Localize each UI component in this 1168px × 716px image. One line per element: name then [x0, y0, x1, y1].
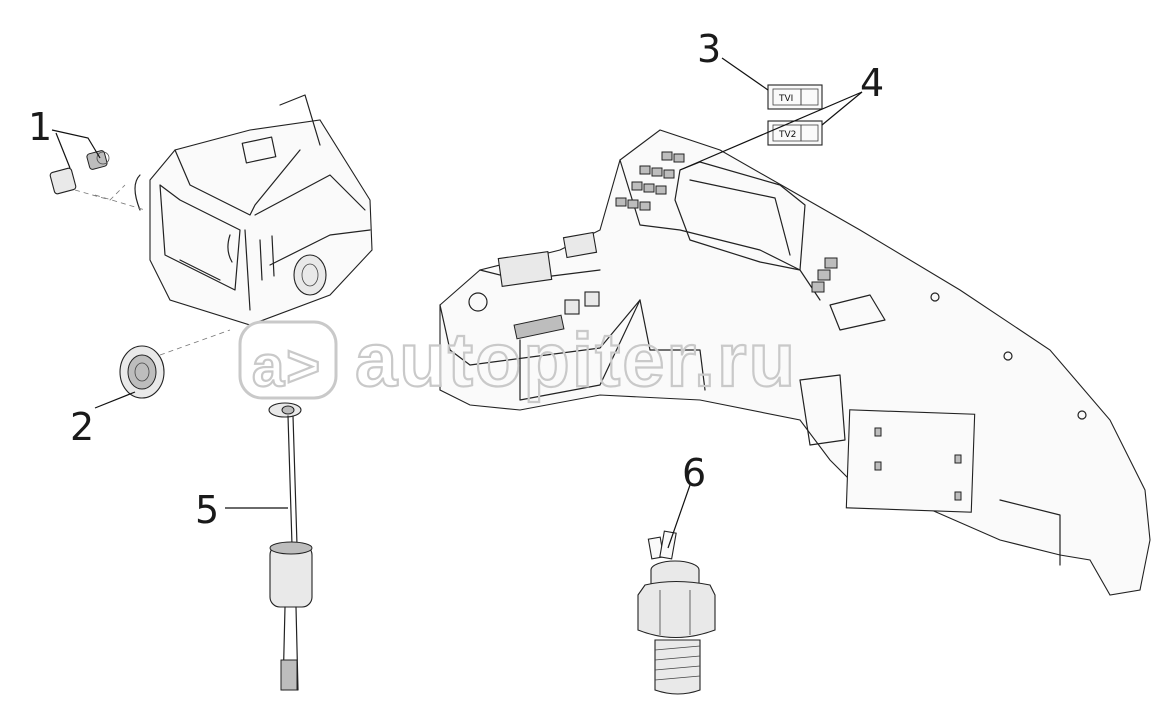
watermark-text: autopiter.ru — [355, 318, 797, 403]
part-2-speaker — [119, 329, 231, 399]
watermark-logo-box — [238, 320, 338, 400]
switch-cluster-right — [811, 257, 838, 293]
part-5-sensor — [268, 402, 313, 691]
switch-cluster-upper — [615, 151, 685, 211]
callout-6: 6 — [682, 451, 706, 495]
part-6-pressure-switch — [637, 530, 716, 695]
watermark: a> autopiter.ru — [238, 317, 797, 404]
callout-2: 2 — [70, 405, 94, 449]
callout-5: 5 — [195, 488, 219, 532]
watermark-logo-glyph: a> — [252, 334, 322, 399]
part-3-switch-tv1: TVI — [767, 84, 823, 110]
tv1-label: TVI — [778, 94, 793, 104]
part-4-switch-tv2: TV2 — [767, 120, 823, 146]
part-1-connectors — [49, 150, 146, 211]
tv2-label: TV2 — [778, 130, 796, 140]
callout-4: 4 — [860, 61, 884, 105]
leader-lines — [51, 57, 863, 549]
callout-numbers: 1 2 3 4 5 6 — [28, 27, 884, 532]
bus-illustration — [134, 94, 373, 326]
callout-1: 1 — [28, 105, 52, 149]
dashboard-illustration — [439, 129, 1151, 596]
callout-3: 3 — [697, 27, 721, 71]
